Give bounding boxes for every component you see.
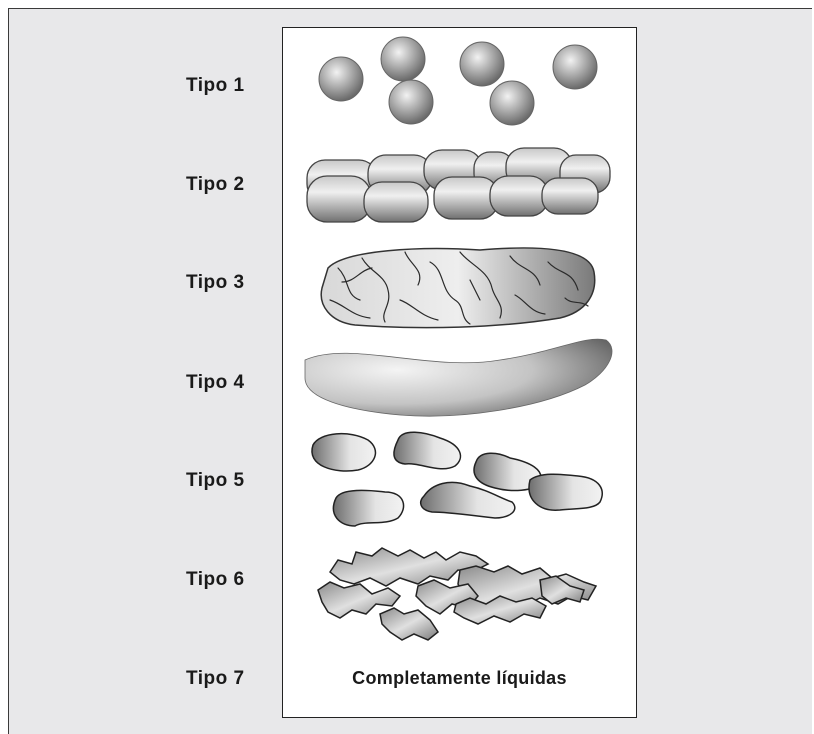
type-3-cracked-sausage [321, 248, 594, 328]
type-6-mushy-pieces [318, 548, 596, 640]
type-5-soft-blobs [312, 432, 602, 526]
type-2-lumps [307, 148, 610, 222]
type-7-description: Completamente líquidas [282, 668, 637, 689]
type-1-balls [319, 37, 597, 125]
type-4-smooth-sausage [305, 339, 612, 416]
